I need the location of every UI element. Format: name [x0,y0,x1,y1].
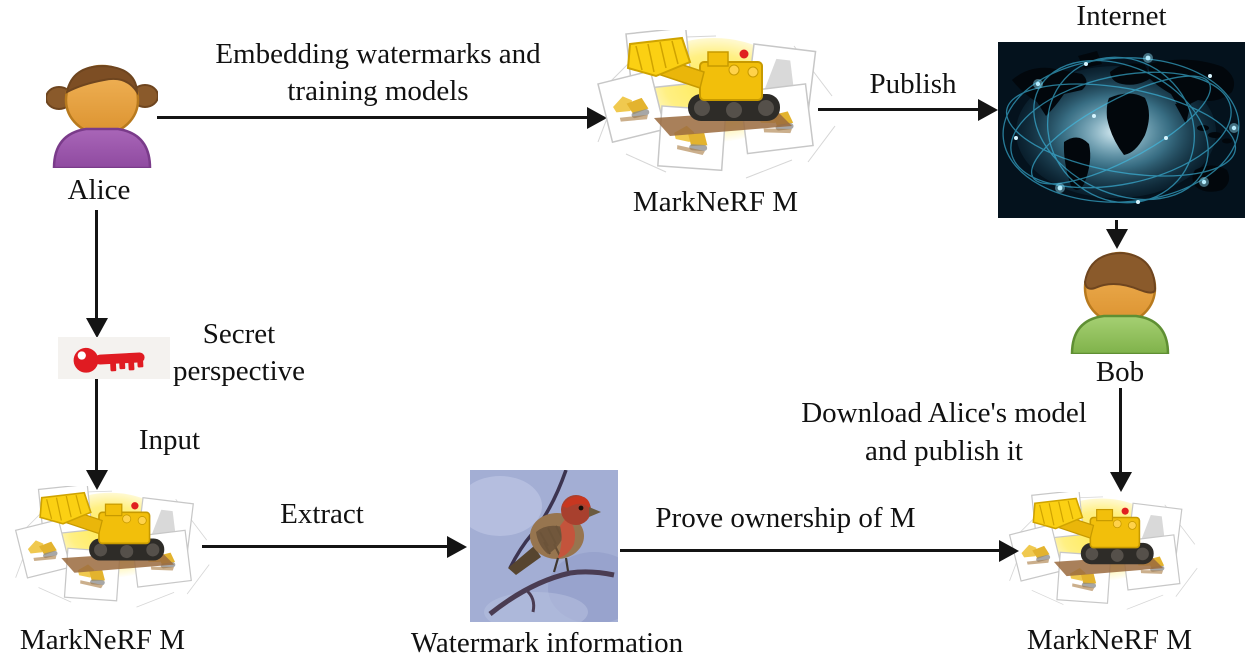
extract-arrow-head [447,536,467,558]
download-arrow-label: Download Alice's model and publish it [779,394,1109,470]
watermark-label: Watermark information [410,627,684,659]
download-label-line1: Download Alice's model [801,397,1087,429]
prove-arrow-line [620,549,1000,552]
extract-arrow-line [202,545,448,548]
alice-person-icon [46,58,158,168]
nerf-bottom-left-label: MarkNeRF M [19,624,186,656]
watermark-bird-photo [470,470,618,622]
download-label-line2: and publish it [865,435,1023,467]
embed-arrow-line [157,116,587,119]
input-arrow-label: Input [138,424,201,456]
secret-label-line1: Secret [202,318,276,350]
secret-key-box [58,337,170,379]
nerf-model-top-image [596,30,836,185]
embed-label-line1: Embedding watermarks and [215,38,541,70]
bob-label: Bob [1095,356,1145,388]
prove-arrow-label: Prove ownership of M [655,502,916,534]
publish-arrow-head [978,99,998,121]
embed-arrow-head [587,107,607,129]
prove-arrow-head [999,540,1019,562]
embed-label-line2: training models [287,75,469,107]
key-to-nerf-head [86,470,108,490]
bob-to-nerf-head [1110,472,1132,492]
extract-arrow-label: Extract [280,498,364,530]
alice-to-key-head [86,318,108,338]
key-to-nerf-line [95,379,98,471]
alice-label: Alice [67,174,131,206]
red-key-icon [64,339,164,377]
publish-arrow-line [818,108,978,111]
embed-arrow-label: Embedding watermarks and training models [163,36,593,110]
secret-perspective-label: Secret perspective [163,316,315,390]
publish-arrow-label: Publish [869,68,957,100]
bob-person-icon [1068,246,1172,354]
nerf-model-bottom-left-image [14,486,210,613]
internet-to-bob-line [1115,220,1118,230]
internet-label: Internet [1076,0,1167,32]
bob-to-nerf-line [1119,388,1122,473]
internet-to-bob-head [1106,229,1128,249]
nerf-bottom-right-label: MarkNeRF M [1026,624,1193,656]
alice-to-key-line [95,210,98,320]
internet-world-network-image [998,42,1245,218]
nerf-model-bottom-right-image [1008,492,1198,615]
secret-label-line2: perspective [172,355,306,387]
nerf-top-label: MarkNeRF M [632,186,799,218]
